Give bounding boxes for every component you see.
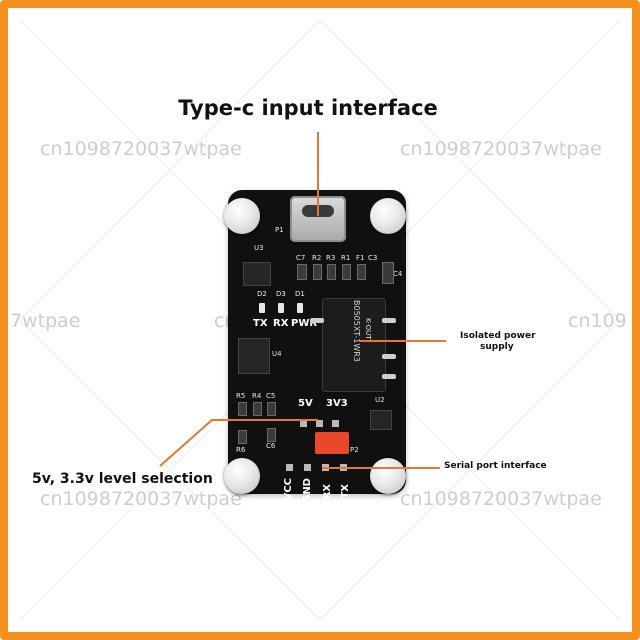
- smd-r1: [342, 264, 351, 280]
- serial-port-label: Serial port interface: [444, 461, 547, 471]
- led-tx: [259, 303, 265, 313]
- smd-c4: [382, 262, 394, 284]
- callout-line-serial-port: [322, 467, 440, 469]
- smd-c5: [267, 402, 276, 416]
- serial-header-pin: [286, 464, 293, 471]
- watermark-mid-right: cn109: [568, 310, 627, 332]
- silk-c5: C5: [266, 392, 276, 400]
- silk-vcc: VCC: [283, 478, 294, 501]
- silk-pwr: PWR: [291, 318, 318, 329]
- smd-r6: [238, 430, 247, 444]
- silk-r6: R6: [236, 446, 246, 454]
- silk-u2: U2: [375, 396, 385, 404]
- silk-3v3: 3V3: [326, 398, 348, 409]
- smd-c6: [267, 428, 276, 442]
- watermark-bottom-left: cn1098720037wtpae: [40, 488, 242, 510]
- smd-r2: [313, 264, 322, 280]
- led-pwr: [297, 303, 303, 313]
- silk-u3: U3: [254, 244, 264, 252]
- silk-r1: R1: [341, 254, 351, 262]
- smd-r4: [253, 402, 262, 416]
- silk-r2: R2: [312, 254, 322, 262]
- callout-line-isolated-power: [360, 340, 446, 342]
- watermark-top-right: cn1098720037wtpae: [400, 138, 602, 160]
- module-brand: K-OUT: [364, 318, 372, 340]
- module-pin: [310, 318, 324, 323]
- chip-u3: [243, 262, 271, 286]
- smd-r3: [327, 264, 336, 280]
- silk-f1: F1: [356, 254, 365, 262]
- module-pin: [382, 318, 396, 323]
- isolated-power-label-line1: Isolated power: [460, 331, 536, 341]
- serial-header-pin: [304, 464, 311, 471]
- isolated-power-label-line2: supply: [480, 342, 514, 352]
- silk-gnd: GND: [302, 478, 313, 503]
- isolated-power-module: [322, 298, 386, 392]
- standoff-bottom-left: [224, 458, 260, 494]
- led-rx: [278, 303, 284, 313]
- watermark-top-left: cn1098720037wtpae: [40, 138, 242, 160]
- watermark-bottom-right: cn1098720037wtpae: [400, 488, 602, 510]
- silk-rx: RX: [273, 318, 289, 329]
- page-title: Type-c input interface: [178, 96, 438, 120]
- silk-tx-pin: TX: [340, 484, 351, 499]
- silk-d1: D1: [295, 290, 305, 298]
- silk-c6: C6: [266, 442, 276, 450]
- standoff-top-left: [224, 198, 260, 234]
- header-pin: [300, 420, 307, 427]
- silk-r3: R3: [326, 254, 336, 262]
- chip-u4: [238, 338, 270, 374]
- module-pin: [382, 354, 396, 359]
- header-pin: [316, 420, 323, 427]
- standoff-top-right: [370, 198, 406, 234]
- watermark-mid-left: 7wtpae: [10, 310, 81, 332]
- standoff-bottom-right: [370, 458, 406, 494]
- silk-5v: 5V: [298, 398, 313, 409]
- silk-d2: D2: [257, 290, 267, 298]
- callout-line-typec: [317, 132, 319, 216]
- chip-u2: [370, 410, 392, 430]
- silk-p1: P1: [275, 226, 284, 234]
- smd-f1: [357, 264, 366, 280]
- silk-d3: D3: [276, 290, 286, 298]
- silk-tx: TX: [253, 318, 268, 329]
- silk-rx-pin: RX: [322, 484, 333, 500]
- silk-r5: R5: [236, 392, 246, 400]
- silk-c3: C3: [368, 254, 378, 262]
- silk-c4: C4: [393, 270, 403, 278]
- module-part-number: B0505XT-1WR3: [352, 300, 361, 362]
- silk-r4: R4: [252, 392, 262, 400]
- smd-r5: [238, 402, 247, 416]
- level-selection-label: 5v, 3.3v level selection: [32, 471, 213, 487]
- voltage-jumper-cap[interactable]: [315, 432, 349, 454]
- header-pin: [332, 420, 339, 427]
- module-pin: [382, 374, 396, 379]
- silk-p2: P2: [350, 446, 359, 454]
- smd-c7: [297, 264, 307, 280]
- silk-u4: U4: [272, 350, 282, 358]
- silk-c7: C7: [296, 254, 306, 262]
